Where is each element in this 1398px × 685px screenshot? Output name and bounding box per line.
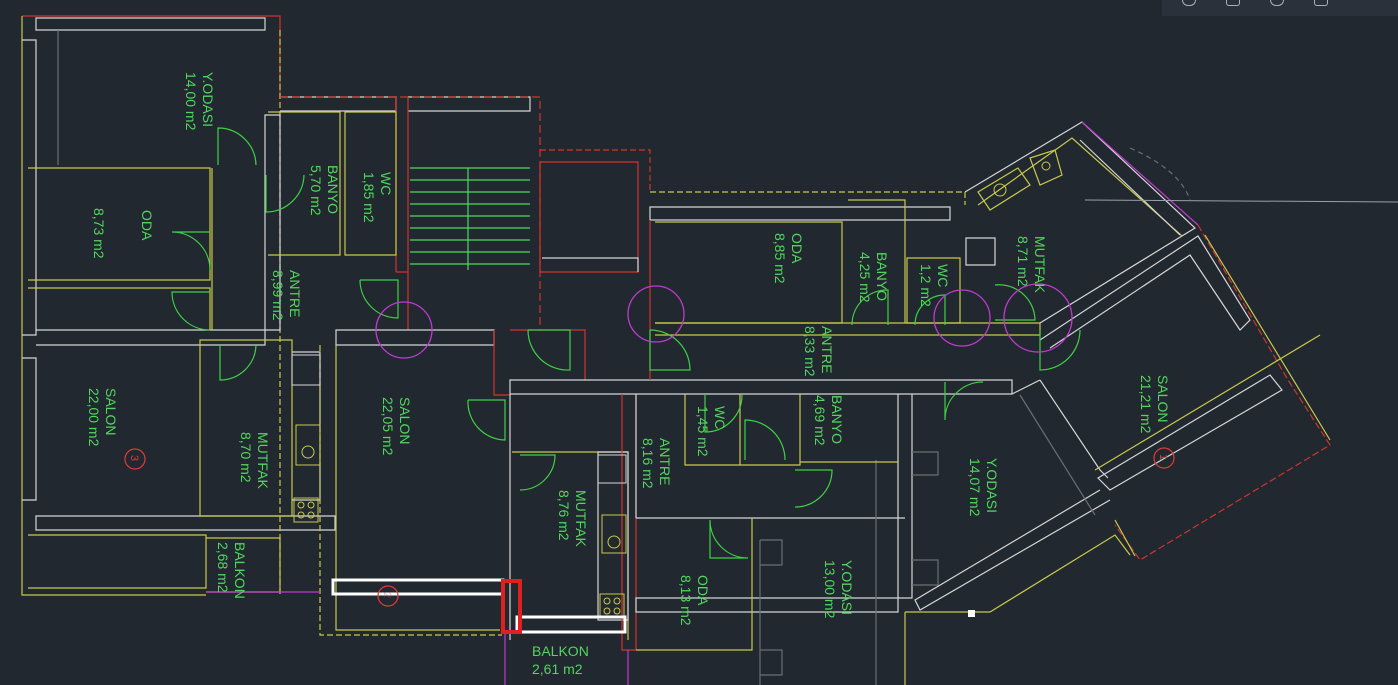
- room-area: 8,70 m2: [238, 432, 254, 483]
- room-label: ANTRE: [819, 326, 835, 373]
- room-area: 1,85 m2: [361, 172, 377, 223]
- zoom-icon[interactable]: [1182, 0, 1196, 6]
- room-label: SALON: [103, 388, 119, 435]
- room-label: ODA: [789, 233, 805, 264]
- fullscreen-icon[interactable]: [1314, 0, 1328, 6]
- room-area: 21,21 m2: [1138, 375, 1154, 434]
- room-area: 4,25 m2: [857, 252, 873, 303]
- room-label: WC: [935, 264, 951, 287]
- room-label: BANYO: [325, 165, 341, 214]
- room-area: 1,2 m2: [918, 264, 934, 307]
- room-label: MUTFAK: [255, 432, 271, 489]
- room-label: ANTRE: [287, 270, 303, 317]
- grip-handle[interactable]: [968, 610, 975, 617]
- room-label: WC: [712, 406, 728, 429]
- wall-lines: [21, 15, 1398, 685]
- room-area: 2,68 m2: [215, 542, 231, 593]
- pan-icon[interactable]: [1226, 0, 1240, 6]
- kitchen-fixtures: [291, 161, 1051, 619]
- room-area: 1,45 m2: [695, 406, 711, 457]
- room-area: 8,13 m2: [678, 575, 694, 626]
- room-label: BANYO: [829, 395, 845, 444]
- room-label: Y.ODASI: [839, 560, 855, 615]
- apartment-markers: 3 1 2: [124, 447, 1175, 607]
- room-area: 8,99 m2: [270, 270, 286, 321]
- room-label: MUTFAK: [1032, 236, 1048, 293]
- marker-number: 3: [128, 455, 140, 461]
- room-label: BALKON: [232, 542, 248, 599]
- room-label: ANTRE: [657, 438, 673, 485]
- room-label: BANYO: [874, 252, 890, 301]
- room-label: SALON: [397, 397, 413, 444]
- room-label: ODA: [139, 210, 155, 241]
- room-labels: Y.ODASI 14,00 m2 BANYO 5,70 m2 WC 1,85 m…: [86, 72, 1171, 677]
- marker-number: 1: [1157, 454, 1169, 460]
- room-area: 5,70 m2: [308, 165, 324, 216]
- room-area: 8,16 m2: [640, 438, 656, 489]
- room-area: 8,76 m2: [556, 490, 572, 541]
- viewer-toolbar: [1162, 0, 1398, 16]
- room-label: BALKON: [532, 643, 589, 659]
- room-area: 14,07 m2: [967, 458, 983, 517]
- orbit-icon[interactable]: [1270, 0, 1284, 6]
- room-label: Y.ODASI: [984, 458, 1000, 513]
- room-label: MUTFAK: [573, 490, 589, 547]
- room-area: 22,05 m2: [380, 397, 396, 456]
- column-markers: [375, 283, 1073, 359]
- room-label: Y.ODASI: [200, 72, 216, 127]
- room-label: SALON: [1155, 375, 1171, 422]
- door-swings: [171, 127, 1081, 559]
- room-area: 4,69 m2: [812, 395, 828, 446]
- room-area: 8,85 m2: [772, 233, 788, 284]
- room-area: 13,00 m2: [822, 560, 838, 619]
- room-area: 22,00 m2: [86, 388, 102, 447]
- selection-highlight[interactable]: [331, 578, 975, 634]
- room-label: WC: [378, 172, 394, 195]
- room-area: 8,71 m2: [1015, 236, 1031, 287]
- room-area: 8,33 m2: [802, 326, 818, 377]
- room-area: 8,73 m2: [91, 208, 107, 259]
- marker-number: 2: [381, 592, 393, 598]
- room-area: 2,61 m2: [532, 661, 583, 677]
- room-area: 14,00 m2: [183, 72, 199, 131]
- room-label: ODA: [695, 575, 711, 606]
